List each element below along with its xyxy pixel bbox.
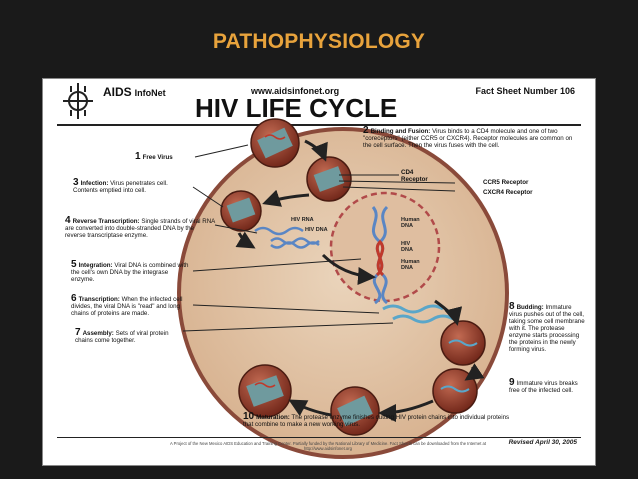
brand-main: AIDS [103, 85, 132, 99]
hiv-life-cycle-diagram [177, 118, 509, 459]
hiv-dna-segment [375, 239, 384, 277]
cxcr4-receptor-label: CXCR4 Receptor [483, 189, 533, 196]
cycle-arrow [262, 189, 310, 207]
cycle-arrow [235, 231, 256, 249]
hiv-dna-label: HIV DNA [305, 227, 328, 233]
website-url: www.aidsinfonet.org [251, 86, 340, 96]
fact-sheet-number: Fact Sheet Number 106 [475, 86, 575, 96]
binding-virus [306, 156, 352, 202]
leader-line [192, 186, 224, 208]
cd4-receptor-label: CD4 Receptor [401, 169, 428, 183]
leader-line [192, 304, 380, 314]
cycle-arrow [288, 399, 332, 417]
cycle-arrow [434, 299, 463, 326]
revised-date: Revised April 30, 2005 [508, 439, 577, 446]
brand-sub: InfoNet [134, 88, 166, 98]
footer-credit: A Project of the New Mexico AIDS Educati… [169, 441, 487, 451]
leader-line [192, 258, 362, 272]
leader-line [214, 224, 258, 234]
leader-line [194, 144, 249, 158]
leader-line [342, 186, 456, 192]
footer-rule [57, 437, 581, 438]
ccr5-receptor-label: CCR5 Receptor [483, 179, 529, 186]
aidsinfonet-logo-icon [63, 83, 93, 119]
human-dna-top-label: Human DNA [401, 217, 420, 229]
cycle-arrow [304, 139, 328, 162]
hiv-dna-mid-label: HIV DNA [401, 241, 413, 253]
leader-line [338, 180, 456, 184]
mature-virus [330, 386, 380, 436]
budding-virus [440, 320, 486, 366]
hiv-rna-label: HIV RNA [291, 217, 314, 223]
new-virus [238, 364, 292, 418]
diagram-title: HIV LIFE CYCLE [195, 93, 398, 123]
cycle-arrow [464, 363, 485, 381]
cycle-arrow [321, 253, 376, 285]
cycle-arrow [378, 399, 434, 422]
protein-chain [392, 314, 454, 324]
hiv-rna-strand [254, 226, 304, 236]
human-dna-bottom-label: Human DNA [401, 259, 420, 271]
free-virus [250, 118, 300, 168]
protein-chain [382, 304, 444, 314]
slide-title: PATHOPHYSIOLOGY [212, 30, 426, 53]
hiv-dna-strand [270, 241, 320, 249]
leader-line [182, 322, 394, 332]
header-rule [57, 124, 581, 126]
